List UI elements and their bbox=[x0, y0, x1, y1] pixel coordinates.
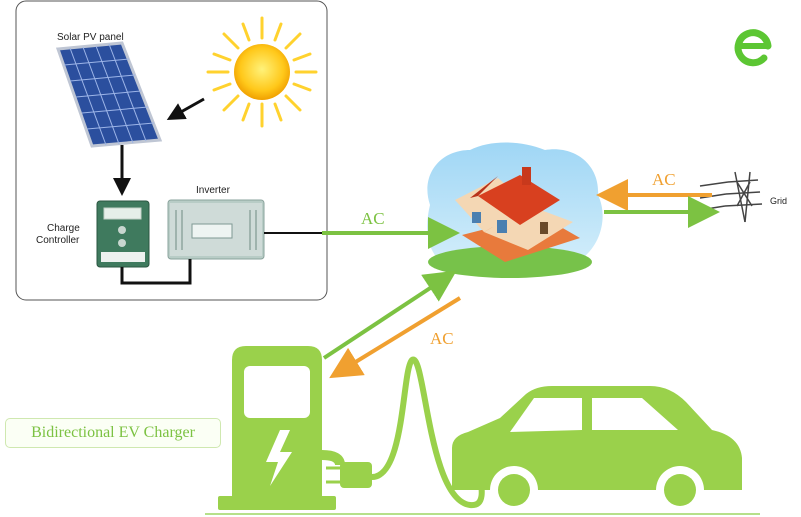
charge-controller-icon bbox=[96, 200, 150, 268]
sun-icon bbox=[206, 16, 318, 128]
inverter-label: Inverter bbox=[196, 185, 230, 196]
ev-charger-label: Bidirectional EV Charger bbox=[5, 418, 221, 448]
house-to-charger-arrow bbox=[329, 296, 462, 379]
controller-to-inverter-wire bbox=[120, 259, 192, 285]
ac-label-ev: AC bbox=[430, 329, 454, 348]
charge-controller-label-line2: Controller bbox=[36, 235, 80, 246]
solar-panel-label: Solar PV panel bbox=[57, 32, 124, 43]
sunlight-arrow bbox=[166, 97, 205, 120]
charge-controller-label-line1: Charge bbox=[47, 223, 80, 234]
solar-panel-icon bbox=[55, 41, 163, 148]
grid-tower-icon bbox=[699, 171, 763, 223]
inverter-icon bbox=[167, 199, 265, 260]
house-icon bbox=[427, 142, 603, 278]
ac-label-inverter-house: AC bbox=[361, 209, 385, 228]
brand-logo-icon bbox=[734, 29, 772, 67]
ev-charger-icon bbox=[218, 346, 488, 510]
electric-car-icon bbox=[452, 386, 742, 514]
grid-label: Grid bbox=[770, 196, 788, 206]
ac-label-grid: AC bbox=[652, 170, 676, 189]
charger-to-house-arrow bbox=[322, 270, 457, 360]
